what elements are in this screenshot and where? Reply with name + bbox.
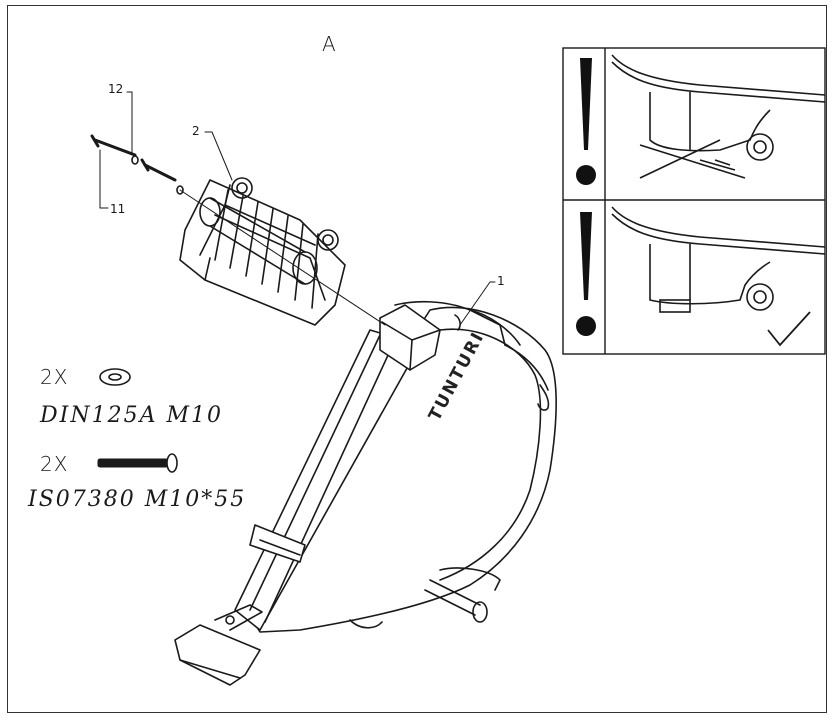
front-stabilizer [174,604,263,686]
exclamation-icon [576,212,596,336]
exclamation-icon [576,58,596,185]
washer-icon [99,368,131,386]
bolt-icon [97,453,178,473]
callout-12: 12 [108,82,124,96]
inset-panel [562,47,826,355]
rear-axle [349,567,501,629]
callout-1: 1 [497,274,505,288]
washers-12 [131,155,184,195]
cross-icon [639,139,746,179]
bolts-11 [90,134,177,182]
diagram-frame [7,5,827,713]
fan-housing [239,300,557,633]
bolt-quantity: 2X [40,452,69,476]
bolt-spec: IS07380 M10*55 [28,487,247,512]
callout-2: 2 [192,124,200,138]
head-bracket [379,304,461,371]
leader-2 [204,131,233,181]
leader-1 [459,281,496,326]
leader-11 [99,149,109,209]
inset-bottom-drawing [611,206,826,313]
step-label: A [322,32,336,56]
assembly-line [179,189,386,326]
inset-top-drawing [611,54,826,171]
callout-11: 11 [110,202,126,216]
leader-12 [126,91,133,156]
seat-part-2 [179,177,346,326]
check-icon [767,311,811,347]
washer-spec: DIN125A M10 [40,403,223,428]
washer-quantity: 2X [40,365,69,389]
rail [234,329,421,631]
